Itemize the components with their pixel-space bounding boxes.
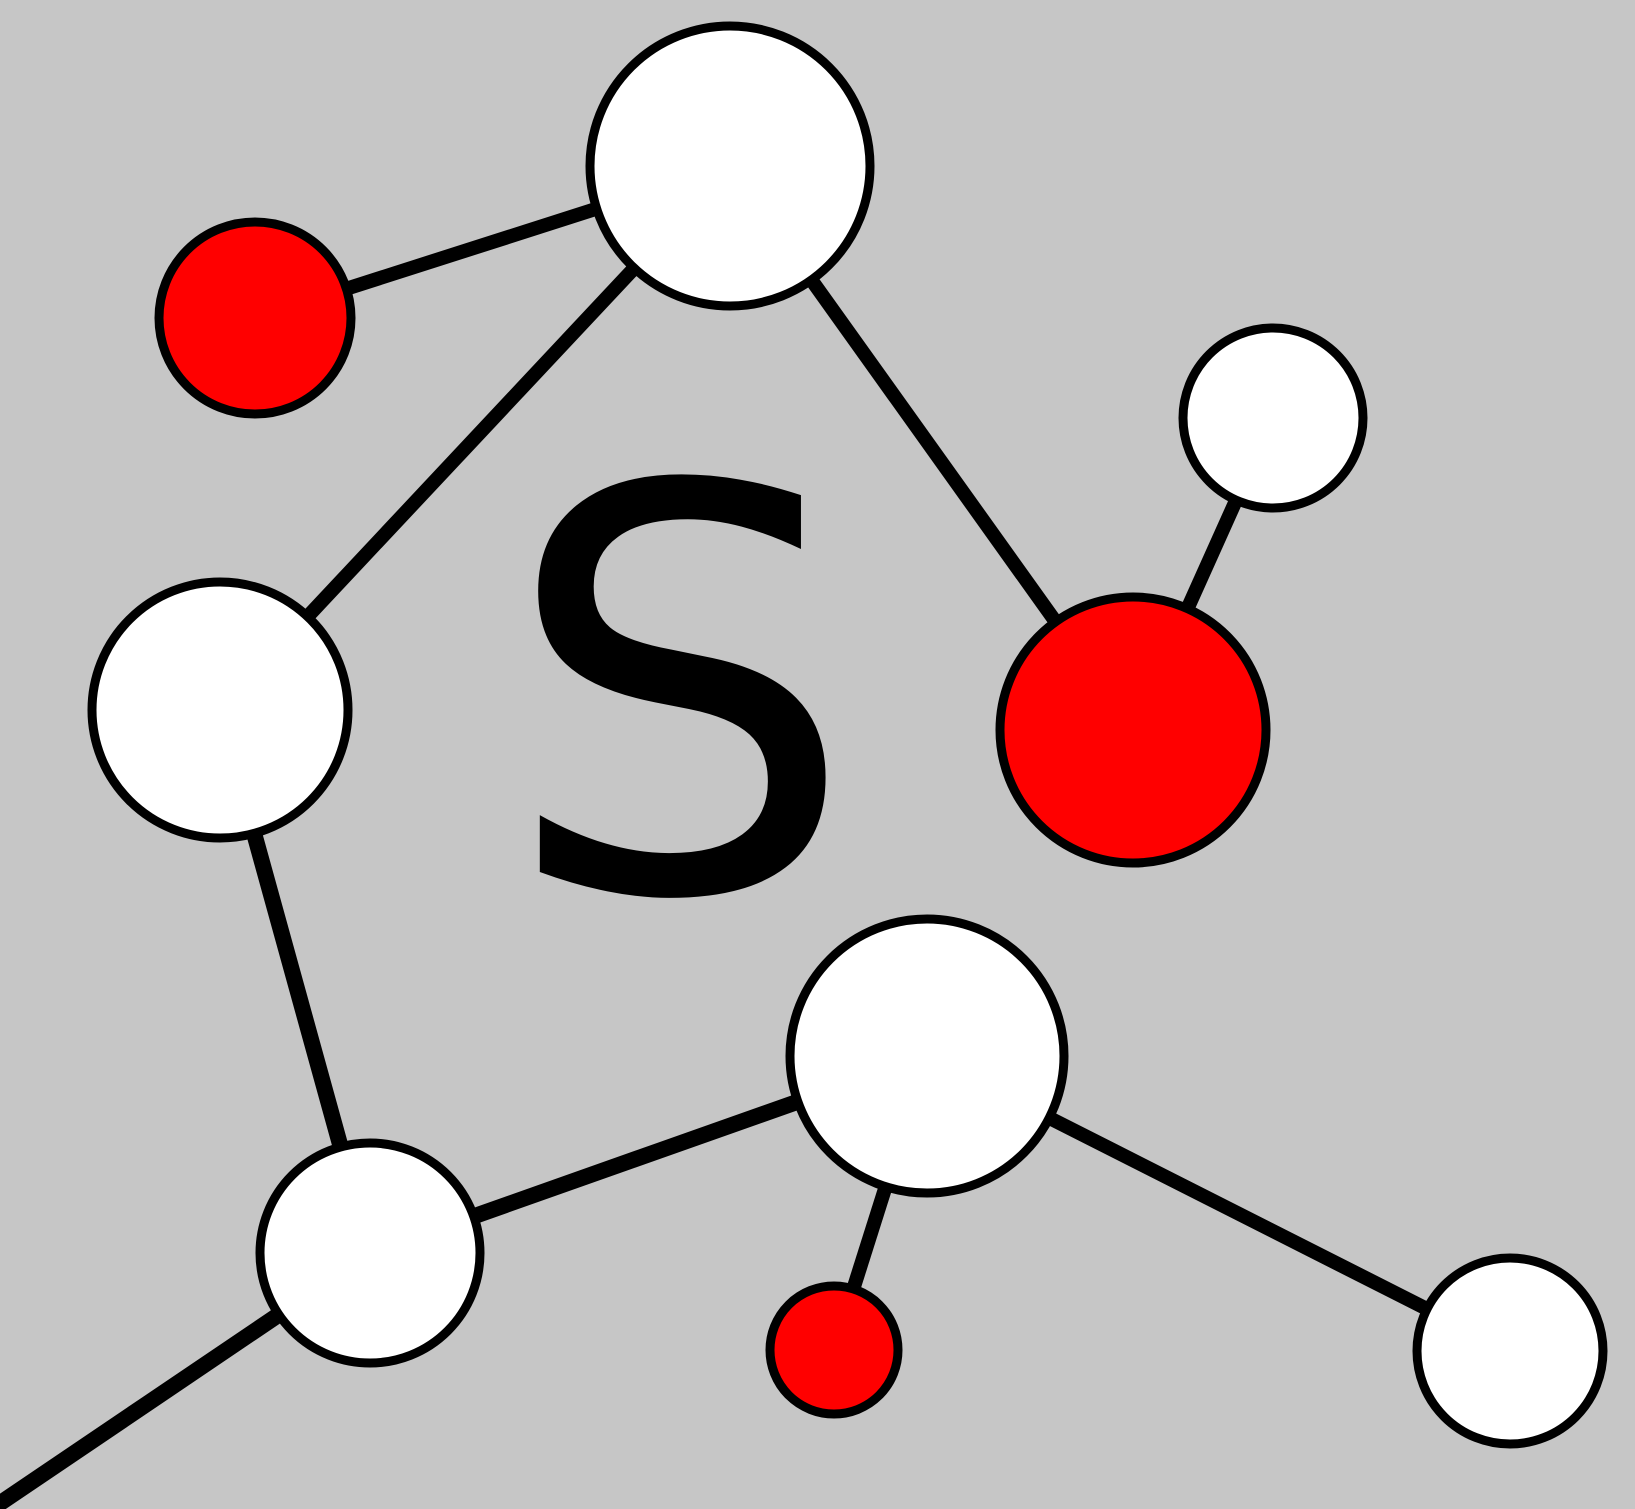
logo-letter: S	[501, 371, 856, 1023]
atom-red-n8	[765, 1281, 903, 1419]
atom-white-n1	[585, 21, 875, 311]
atom-white-n7	[255, 1138, 485, 1368]
atom-white-n4	[1178, 323, 1368, 513]
atoms	[87, 21, 1608, 1449]
atom-red-n5	[995, 592, 1271, 868]
atom-white-n6	[785, 914, 1069, 1198]
atom-red-n2	[154, 217, 356, 419]
atom-white-n3	[87, 577, 353, 843]
atom-white-n9	[1412, 1253, 1608, 1449]
